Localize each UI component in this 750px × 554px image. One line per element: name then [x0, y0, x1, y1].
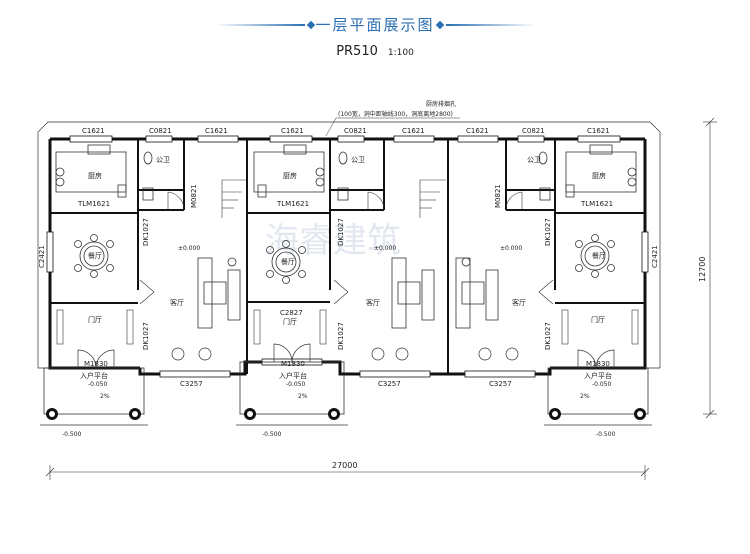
window-label: C1621	[281, 127, 304, 135]
room-label-kitchen: 厨房	[88, 171, 102, 180]
level-ground: ±0.000	[500, 245, 522, 252]
level-outside: -0.500	[262, 431, 282, 438]
stairs	[221, 179, 446, 218]
plan-code-text: PR510	[336, 44, 378, 59]
room-label-dining: 餐厅	[281, 257, 295, 266]
door-label: DK1027	[337, 322, 345, 350]
level-slope: 2%	[100, 393, 110, 400]
living-room-furniture	[197, 257, 499, 329]
door-label: TLM1621	[276, 200, 309, 208]
bath-doors	[167, 191, 523, 210]
window-label: C2827	[280, 309, 303, 317]
level-outside: -0.500	[62, 431, 82, 438]
level-slope: 2%	[580, 393, 590, 400]
level-ground: ±0.000	[374, 245, 396, 252]
window-label: C0821	[149, 127, 172, 135]
room-label-living: 客厅	[512, 298, 526, 307]
roof-eave-outline	[37, 121, 661, 369]
door-label: DK1027	[142, 322, 150, 350]
armchairs	[171, 347, 519, 361]
level-ground: ±0.000	[178, 245, 200, 252]
door-label: M1830	[84, 360, 108, 368]
room-label-dining: 餐厅	[88, 251, 102, 260]
level-outside: -0.500	[596, 431, 616, 438]
door-label: DK1027	[544, 322, 552, 350]
room-label-bath: 公卫	[351, 156, 365, 164]
door-label: M0821	[190, 184, 198, 208]
bathroom-fixtures	[142, 151, 551, 201]
side-windows	[46, 231, 649, 273]
room-label-foyer: 门厅	[88, 315, 102, 324]
plan-code: PR510 1:100	[0, 44, 750, 59]
chimney-note-detail: (100宽，洞中距轴线300，洞底离地2800)	[338, 110, 453, 118]
door-label: M1830	[281, 360, 305, 368]
room-label-entry: 入户平台	[584, 371, 612, 380]
room-label-bath: 公卫	[527, 156, 541, 164]
room-label-bath: 公卫	[156, 156, 170, 164]
door-label: TLM1621	[580, 200, 613, 208]
room-label-kitchen: 厨房	[592, 171, 606, 180]
door-label: DK1027	[142, 218, 150, 246]
width-dimension: 27000	[332, 461, 357, 470]
kitchen-fixtures	[55, 144, 637, 198]
room-label-entry: 入户平台	[279, 371, 307, 380]
window-label: C1621	[587, 127, 610, 135]
level-entry: -0.050	[286, 381, 306, 388]
window-label: C1621	[466, 127, 489, 135]
plan-scale: 1:100	[387, 48, 414, 58]
window-label: C3257	[489, 380, 512, 388]
chimney-note-title: 厨房排烟孔	[426, 100, 456, 108]
window-label: C2421	[38, 245, 46, 268]
entry-doors	[77, 343, 615, 369]
entry-platforms	[40, 361, 652, 426]
title-decor-right	[446, 24, 536, 26]
level-entry: -0.050	[592, 381, 612, 388]
door-label: M0821	[494, 184, 502, 208]
window-label: C1621	[82, 127, 105, 135]
interior-walls	[50, 139, 645, 374]
entry-columns-inner	[49, 411, 643, 417]
depth-dimension: 12700	[698, 257, 707, 282]
door-label: DK1027	[544, 218, 552, 246]
window-label: C1621	[402, 127, 425, 135]
room-label-kitchen: 厨房	[283, 171, 297, 180]
door-label: DK1027	[337, 218, 345, 246]
title-decor-left	[215, 24, 305, 26]
room-label-living: 客厅	[366, 298, 380, 307]
window-label: C3257	[180, 380, 203, 388]
dining-tables	[74, 234, 615, 284]
room-label-foyer: 门厅	[283, 317, 297, 326]
chimney-callout	[325, 117, 460, 137]
top-windows	[69, 135, 621, 143]
watermark: 海睿建筑	[265, 221, 401, 261]
window-label: C2421	[651, 245, 659, 268]
patio-doors	[56, 279, 639, 345]
room-label-foyer: 门厅	[591, 315, 605, 324]
door-label: M1830	[586, 360, 610, 368]
window-label: C3257	[378, 380, 401, 388]
window-label: C1621	[205, 127, 228, 135]
door-label: TLM1621	[77, 200, 110, 208]
page-title: 一层平面展示图	[315, 16, 435, 34]
depth-dimension-line	[703, 117, 717, 419]
window-label: C0821	[522, 127, 545, 135]
room-label-dining: 餐厅	[592, 251, 606, 260]
level-entry: -0.050	[88, 381, 108, 388]
room-label-entry: 入户平台	[80, 371, 108, 380]
level-slope: 2%	[298, 393, 308, 400]
room-label-living: 客厅	[170, 298, 184, 307]
window-label: C0821	[344, 127, 367, 135]
width-dimension-line	[45, 465, 650, 480]
